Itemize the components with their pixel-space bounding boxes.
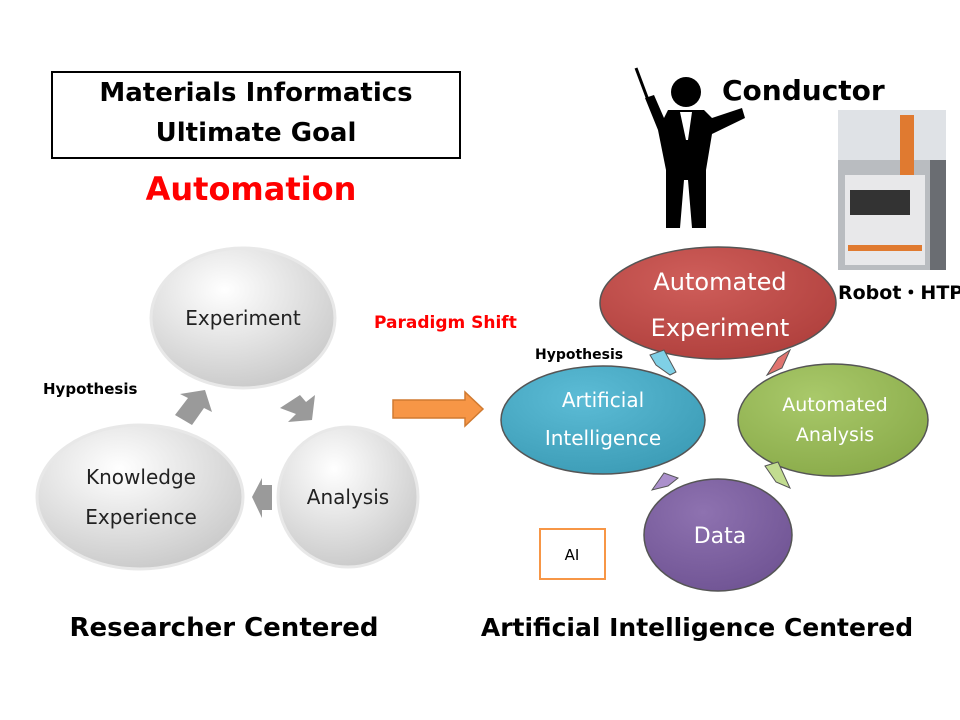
- analysis-label: Analysis: [307, 485, 389, 509]
- ai-label-2: Intelligence: [545, 426, 661, 450]
- goal-label: Automation: [146, 170, 357, 208]
- hypothesis-label-right: Hypothesis: [535, 347, 623, 363]
- automated-analysis-label-1: Automated: [782, 394, 887, 416]
- analysis-node: [276, 425, 420, 569]
- ai-box-label: AI: [565, 546, 580, 564]
- knowledge-node: [35, 423, 245, 571]
- arrow-data-to-ai-icon: [650, 472, 680, 491]
- arrow-right-icon: [392, 390, 485, 428]
- title-line2: Ultimate Goal: [156, 118, 357, 148]
- hypothesis-label-left: Hypothesis: [43, 380, 137, 398]
- arrow-exp-to-analysis-icon: [765, 348, 792, 377]
- conductor-icon: [634, 67, 745, 228]
- knowledge-label: Knowledge: [86, 465, 196, 489]
- arrow-analysis-to-data-icon: [764, 461, 791, 489]
- paradigm-shift-label: Paradigm Shift: [374, 313, 517, 333]
- automated-analysis-node: [737, 363, 929, 477]
- automated-experiment-label-2: Experiment: [651, 314, 790, 342]
- arrow-left-icon: [252, 478, 272, 518]
- automated-experiment-node: [599, 246, 837, 360]
- conductor-label: Conductor: [722, 74, 885, 107]
- data-node: [643, 478, 793, 592]
- title-line1: Materials Informatics: [99, 78, 412, 108]
- data-label: Data: [694, 524, 747, 549]
- robot-photo: [838, 110, 946, 270]
- title-box: [51, 71, 461, 159]
- researcher-centered-caption: Researcher Centered: [70, 613, 379, 643]
- right-cycle: Automated Experiment Artificial Intellig…: [500, 246, 929, 592]
- experiment-label: Experiment: [185, 306, 301, 330]
- arrow-up-icon: [175, 390, 212, 425]
- arrow-hypothesis-icon: [649, 349, 677, 376]
- automated-analysis-label-2: Analysis: [796, 424, 874, 446]
- ai-label-1: Artificial: [562, 388, 644, 412]
- robot-label: Robot・HTP: [838, 282, 960, 304]
- automated-experiment-label-1: Automated: [653, 268, 786, 296]
- ai-centered-caption: Artificial Intelligence Centered: [481, 613, 913, 642]
- left-cycle: Experiment Knowledge Experience Analysis…: [35, 246, 420, 571]
- experience-label: Experience: [85, 505, 197, 529]
- arrow-down-icon: [280, 395, 315, 422]
- experiment-node: [149, 246, 337, 390]
- ai-box: [539, 528, 606, 580]
- ai-node: [500, 365, 706, 475]
